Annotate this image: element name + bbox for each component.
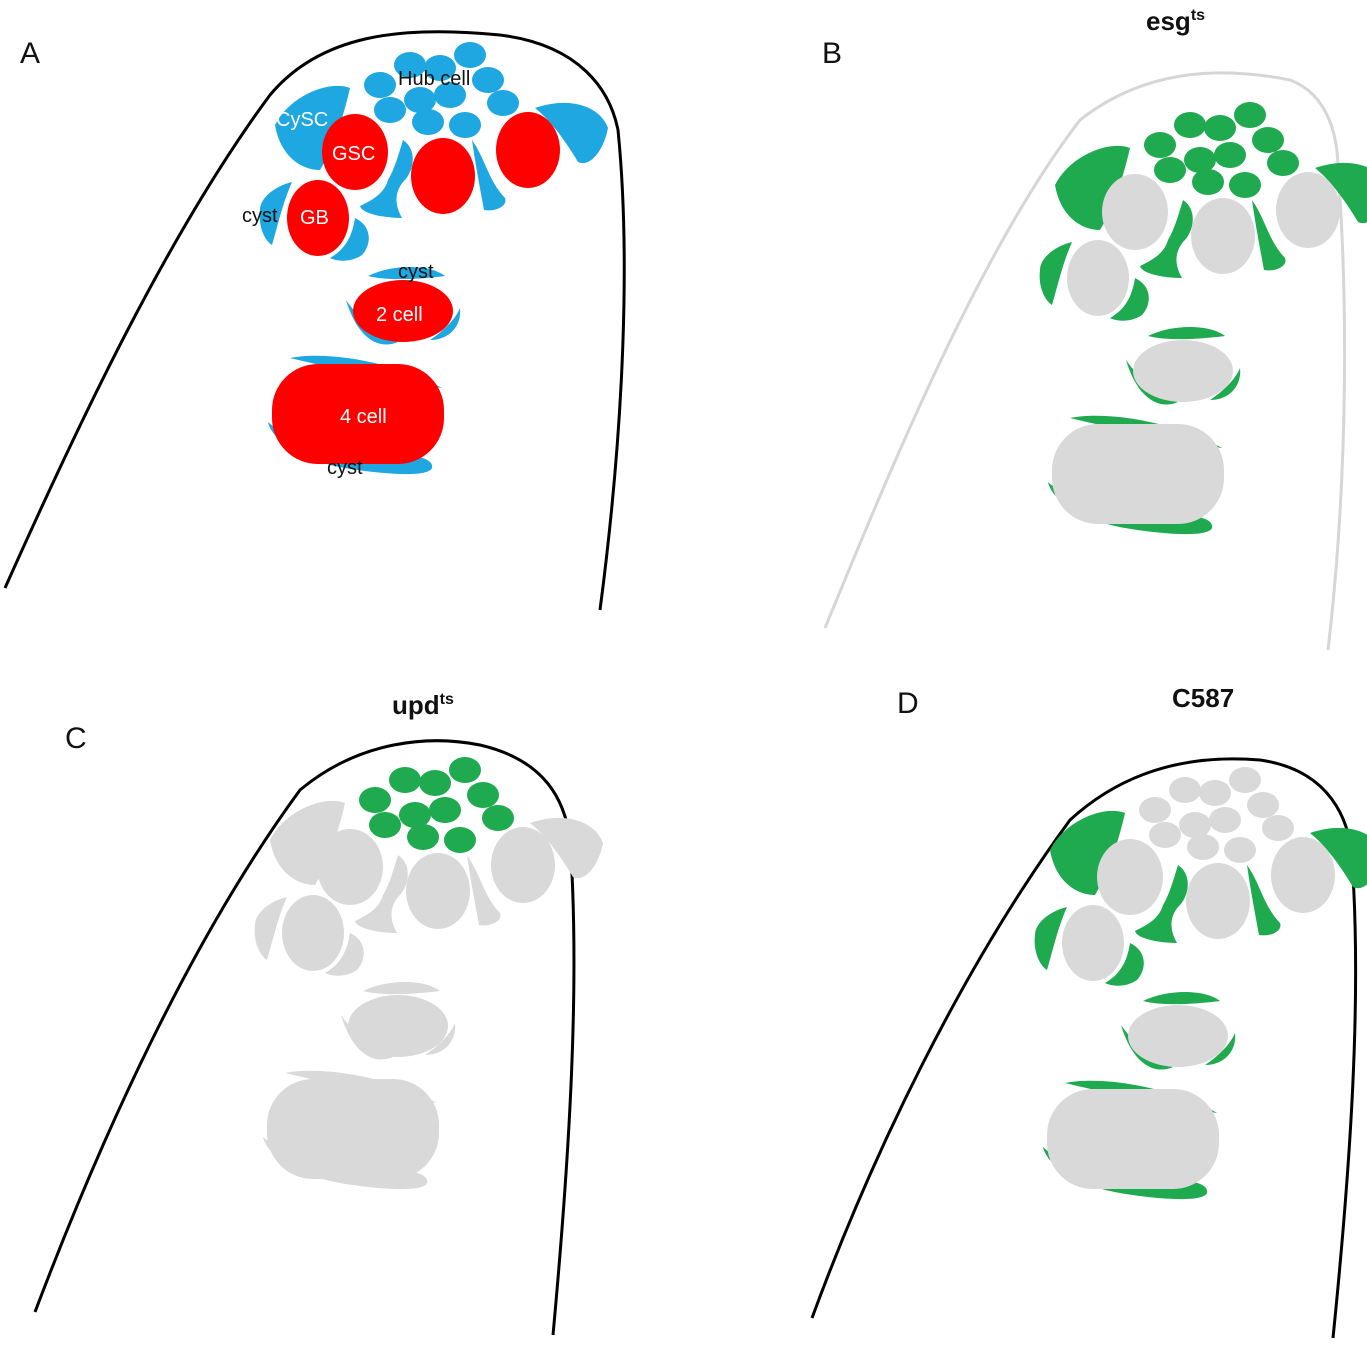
hub-cell-shapes-a [364,42,519,138]
cyst-label-mid: cyst [398,261,434,283]
panel-c-title-main: upd [392,690,440,720]
testis-outline-c [33,739,576,1336]
gsc-label: GSC [332,143,375,165]
panel-a: A Hub cell CySC GSC cyst GB cyst 2 cell … [3,30,626,611]
panel-c: C updts [33,690,603,1336]
testis-outline-d [810,757,1358,1339]
panel-c-title-sup: ts [440,691,454,708]
hub-cell-shapes-c [359,757,514,853]
two-cell-label: 2 cell [376,304,423,326]
panel-d-letter: D [897,687,919,720]
panel-d: D C587 [810,683,1367,1339]
panel-d-title-main: C587 [1172,683,1234,713]
testis-outline-b [823,71,1347,651]
hub-cell-shapes-d [1139,767,1294,863]
panel-c-title: updts [392,690,454,720]
cysc-label: CySC [276,109,328,131]
panel-c-letter: C [65,722,87,755]
hub-cell-label: Hub cell [398,68,470,90]
panel-d-title: C587 [1172,683,1234,713]
four-cell-label: 4 cell [340,406,387,428]
panel-b-title: esgts [1146,6,1205,36]
panel-a-letter: A [20,37,40,70]
gb-label: GB [300,207,329,229]
hub-cell-shapes-b [1144,102,1299,198]
panel-b-title-sup: ts [1191,7,1205,24]
cyst-label-bottom: cyst [327,457,363,479]
panel-b-letter: B [822,37,842,70]
panel-b: B esgts [822,6,1367,651]
panel-b-title-main: esg [1146,6,1191,36]
testis-outline-a [3,30,626,611]
hub-cells-a [364,42,519,138]
cyst-label-left: cyst [242,205,278,227]
